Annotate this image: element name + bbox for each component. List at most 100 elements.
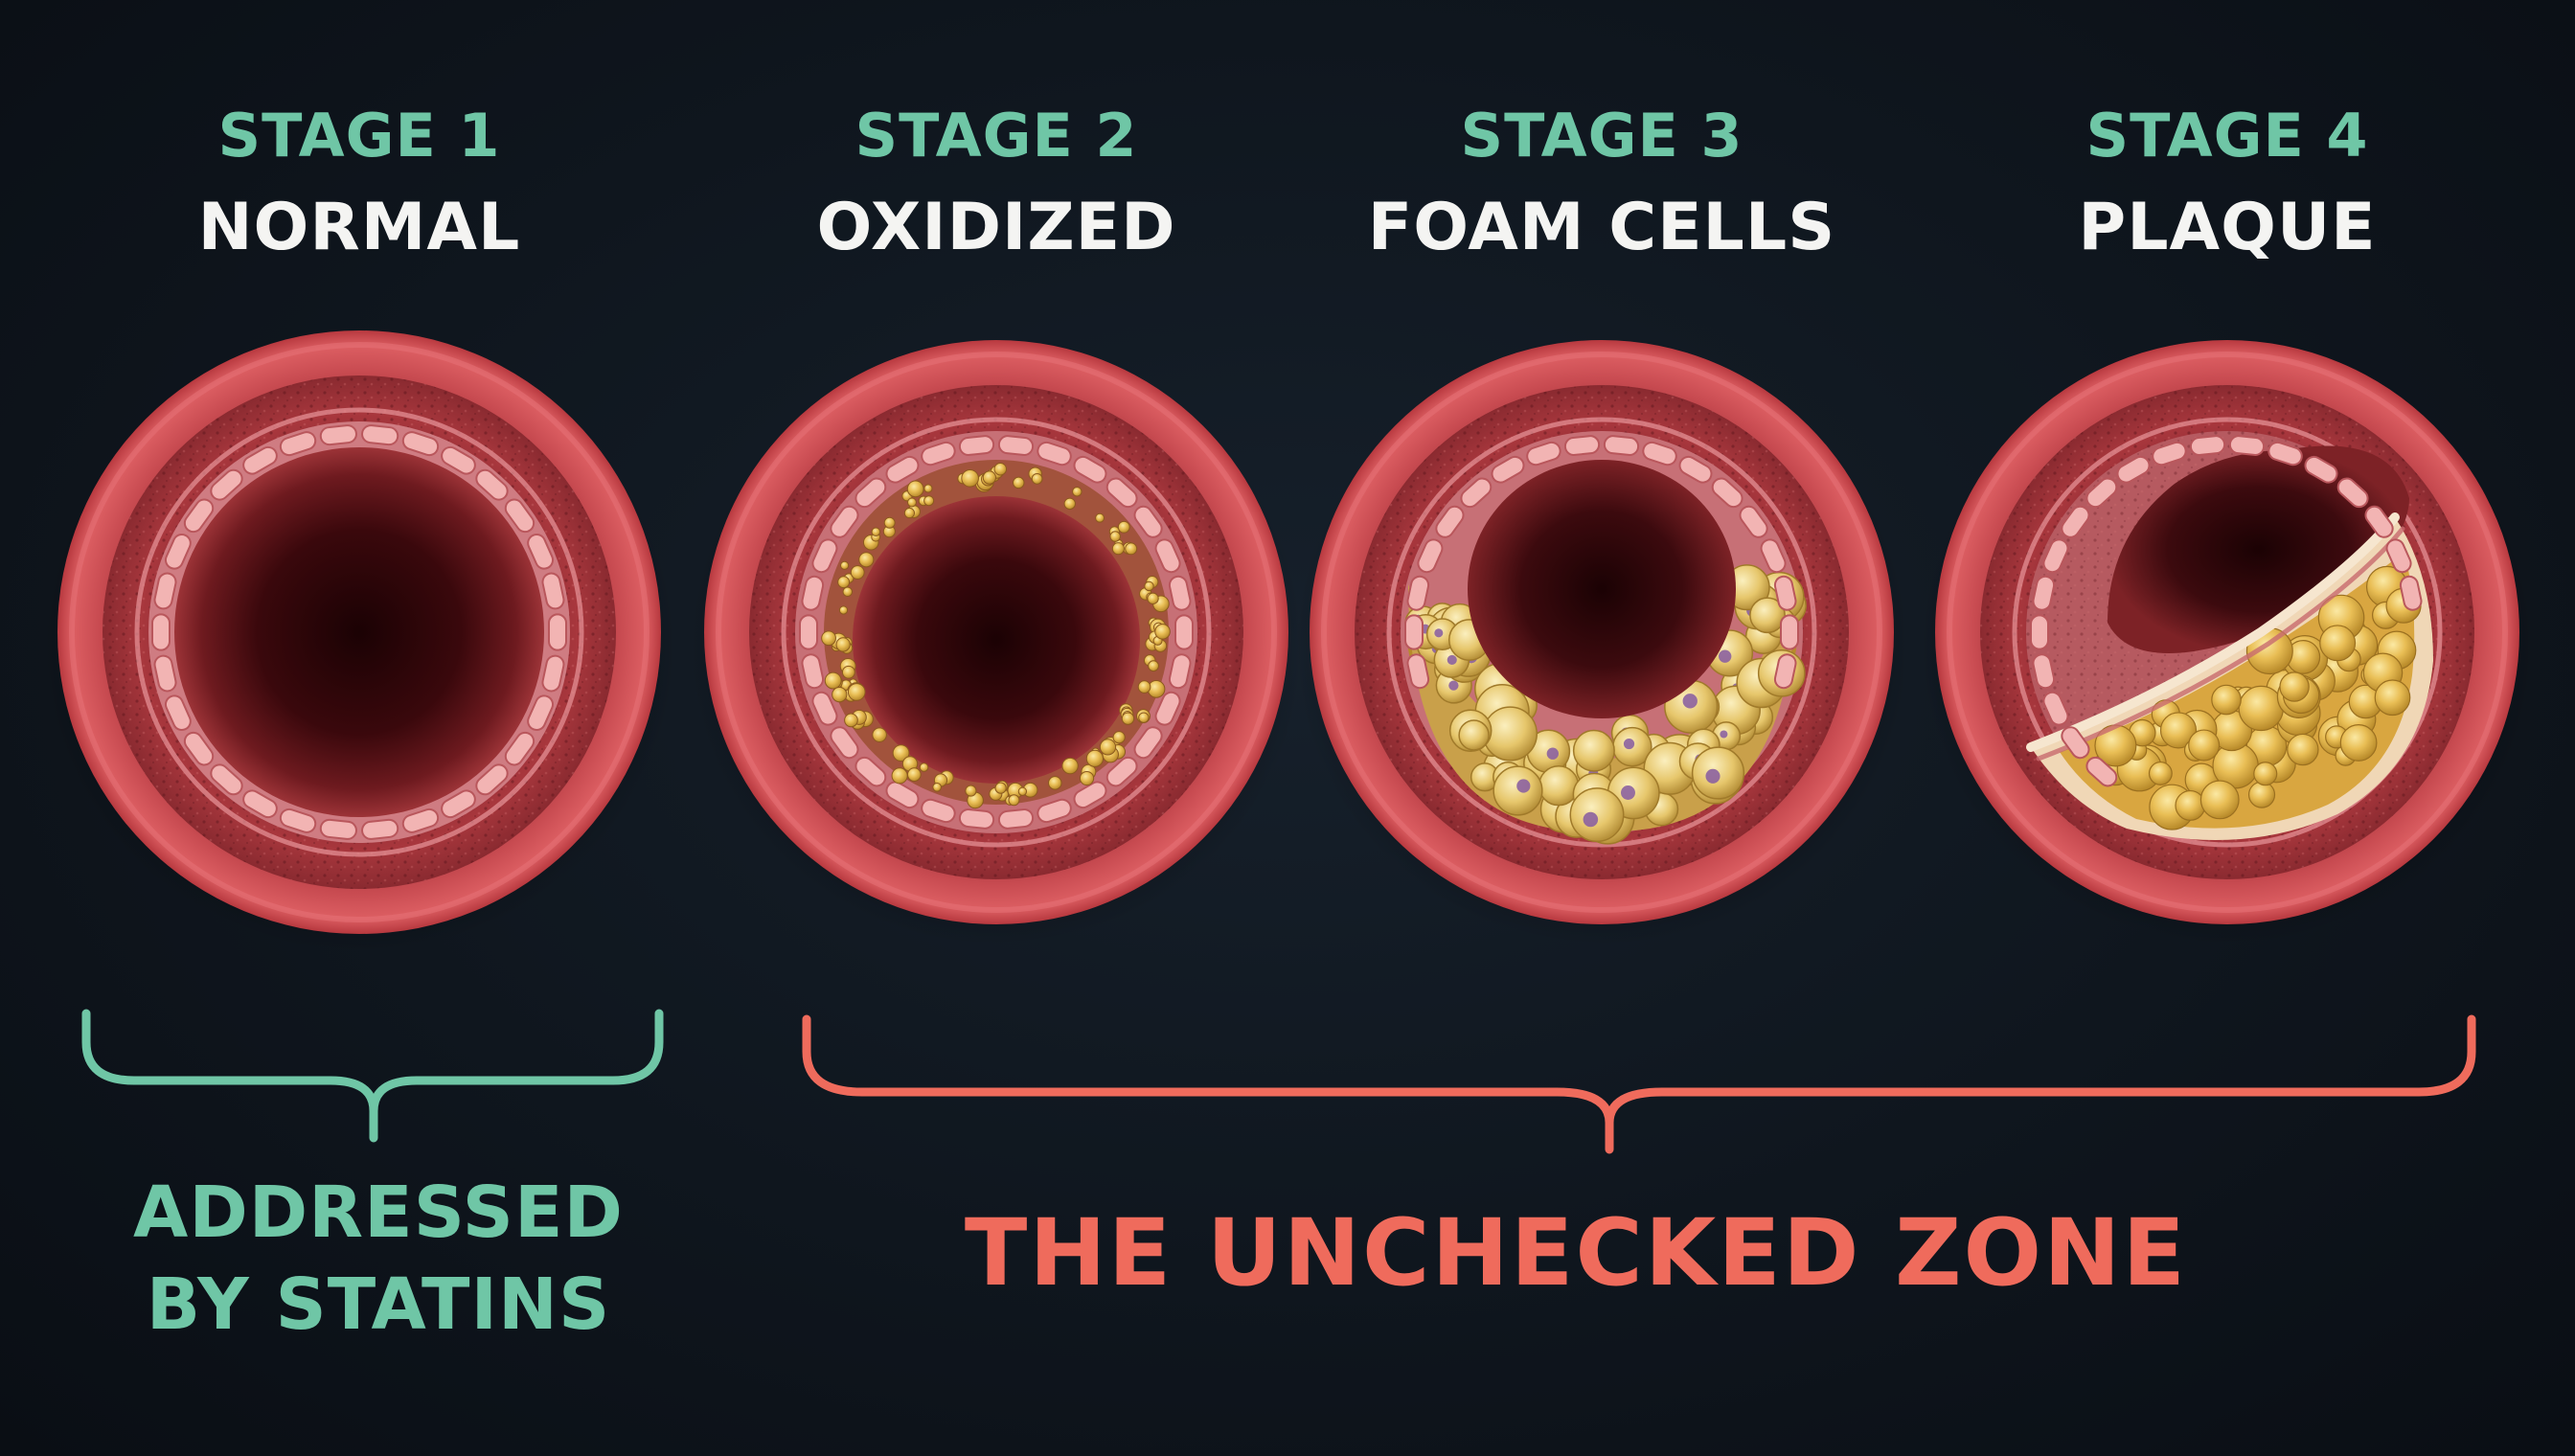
plaque-lipid [2339,724,2378,762]
endothelial-cell [1073,781,1107,809]
oxidized-particle [923,495,935,507]
stage-4-name: PLAQUE [2078,190,2377,265]
endothelial-cell [885,781,920,809]
foam-cell [1749,597,1786,634]
oxidized-particle [832,686,848,703]
endothelial-cell [183,731,215,766]
oxidized-particle [842,586,854,597]
endothelial-cell [242,789,278,819]
oxidized-particle [906,767,922,782]
endothelial-cell [1168,653,1192,690]
plaque-lipid [2199,780,2240,820]
endothelial-cell [183,498,215,534]
endothelial-cell [855,756,887,787]
oxidized-particle [1031,472,1043,485]
oxidized-particle [1017,786,1028,796]
endothelial-cell [210,468,243,501]
endothelial-cell [475,763,509,796]
endothelial-cell [799,614,818,650]
foam-cell-nucleus [1447,654,1457,665]
endothelial-cell [2032,653,2056,690]
oxidized-particle [993,462,1008,476]
oxidized-particle [1154,624,1171,640]
oxidized-particle [1048,776,1062,790]
endothelial-cell [1711,477,1743,509]
foam-cell [1493,765,1543,816]
endothelial-cell [210,763,243,796]
endothelial-cell [830,726,859,760]
endothelial-cell [2267,441,2303,466]
endothelial-cell [279,808,317,833]
endothelial-cell [1168,575,1192,611]
plaque-lipid [2159,712,2198,749]
oxidized-particle [841,665,855,679]
endothelial-cell [504,731,536,766]
oxidized-particle [1079,770,1095,786]
endothelium-stage-2 [799,435,1194,830]
oxidized-particle [1111,542,1125,556]
stage-1-number: STAGE 1 [217,101,501,171]
oxidized-particle [1061,757,1079,775]
oxidized-particle [965,785,977,797]
oxidized-particle [837,576,851,589]
foam-cell-nucleus [1583,811,1599,828]
oxidized-particles [821,462,1171,809]
plaque-lipid [2188,729,2221,762]
oxidized-particle [923,484,933,493]
endothelial-cell [801,653,825,690]
oxidized-particle [1085,749,1105,767]
endothelial-cell [1105,477,1138,509]
endothelial-cell [164,694,192,732]
oxidized-particle [844,713,858,728]
endothelial-cell [1073,455,1107,484]
endothelial-cell [441,789,476,819]
stage-4-number: STAGE 4 [2085,101,2369,171]
endothelial-cell [1154,538,1181,574]
foam-cell-nucleus [1682,694,1698,709]
endothelial-cell [885,455,920,484]
endothelium-stage-1 [151,424,567,840]
endothelial-cell [2336,477,2369,509]
oxidized-particle [1125,542,1138,556]
endothelial-cell [2304,455,2338,484]
endothelial-cell [153,572,177,610]
endothelial-cell [2061,505,2090,538]
vessel-stage-2 [690,340,1303,945]
foam-cell-nucleus [1621,785,1635,800]
plaque-core [2094,565,2422,830]
endothelial-cell [1603,435,1640,456]
oxidized-particle [840,560,850,570]
endothelial-cell [441,445,476,475]
endothelial-cell [401,808,440,833]
endothelial-cell [921,441,956,466]
endothelial-cell [2228,435,2266,456]
oxidized-particle [1147,592,1159,604]
endothelial-cell [1563,435,1601,456]
oxidized-particle [1099,739,1117,756]
oxidized-particle [1148,660,1159,672]
plaque-lipid [2238,685,2284,732]
endothelial-cell [1642,441,1677,466]
endothelial-cell [2189,435,2226,456]
stage-3-name: FOAM CELLS [1367,190,1836,265]
endothelial-cell [2042,691,2069,726]
endothelial-cell [1037,441,1072,466]
plaque-lipid [2279,671,2310,702]
endothelial-cell [1174,614,1194,650]
oxidized-particle [919,762,929,772]
oxidized-particle [850,565,865,580]
plaque-lipid [2247,781,2276,808]
oxidized-particle [871,527,881,536]
endothelial-cell [958,808,995,830]
stage-2-name: OXIDIZED [816,190,1176,265]
endothelial-cell [1417,538,1444,574]
endothelial-cell [801,575,825,611]
plaque-lipid [2211,684,2242,716]
oxidized-particle [1144,580,1154,592]
oxidized-particle [1121,712,1135,725]
endothelial-cell [997,808,1035,830]
endothelial-cell [1406,575,1430,611]
endothelial-cell [1133,726,1163,760]
endothelial-cell [1773,653,1797,690]
